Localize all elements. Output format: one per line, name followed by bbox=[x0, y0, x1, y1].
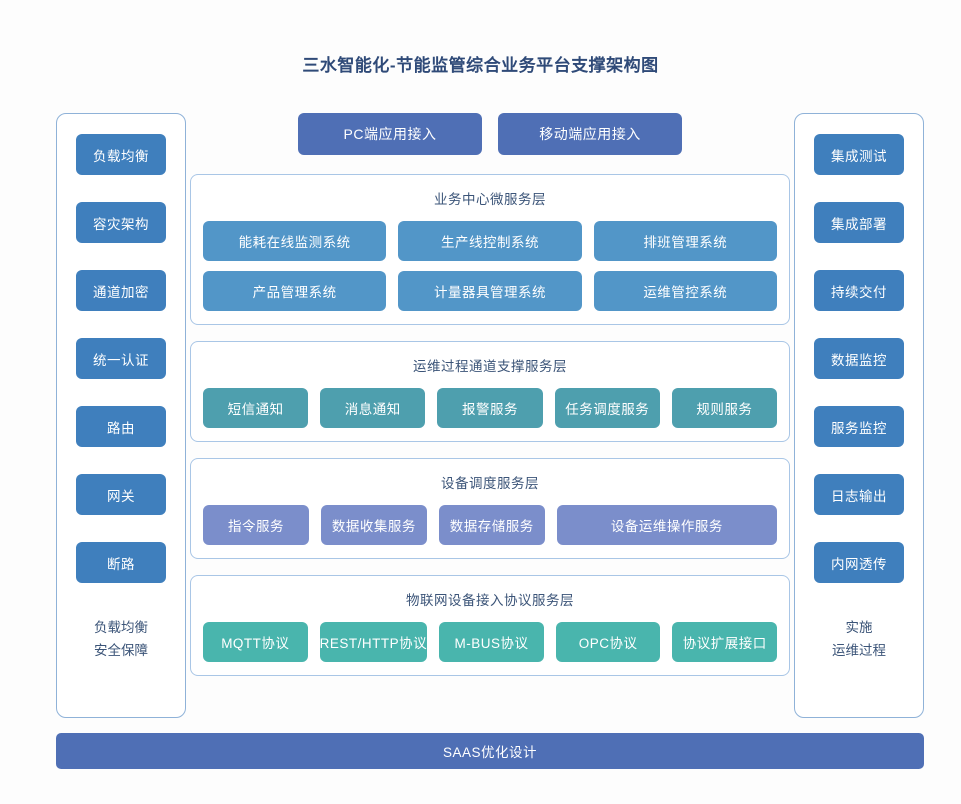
layer-iot-protocol-access: 物联网设备接入协议服务层 MQTT协议 REST/HTTP协议 M-BUS协议 … bbox=[190, 575, 790, 676]
left-rail-footer-line1: 负载均衡 bbox=[94, 620, 148, 635]
tile-opc-protocol[interactable]: OPC协议 bbox=[555, 622, 661, 662]
application-access-row: PC端应用接入 移动端应用接入 bbox=[190, 113, 790, 155]
tile-shift-management-system[interactable]: 排班管理系统 bbox=[593, 221, 777, 261]
layer-business-row-1: 能耗在线监测系统 生产线控制系统 排班管理系统 bbox=[203, 221, 777, 261]
right-rail-item-data-monitoring[interactable]: 数据监控 bbox=[814, 338, 904, 379]
tile-production-line-control-system[interactable]: 生产线控制系统 bbox=[398, 221, 582, 261]
layer-title-device: 设备调度服务层 bbox=[441, 476, 539, 491]
left-rail-item-routing[interactable]: 路由 bbox=[76, 406, 166, 447]
right-rail-footer-line2: 运维过程 bbox=[832, 643, 886, 658]
left-rail-footer: 负载均衡 安全保障 bbox=[94, 616, 148, 662]
tile-sms-notification[interactable]: 短信通知 bbox=[203, 388, 309, 428]
tile-metering-instrument-management-system[interactable]: 计量器具管理系统 bbox=[398, 271, 582, 311]
tile-data-collection-service[interactable]: 数据收集服务 bbox=[320, 505, 427, 545]
tile-device-ops-operation-service[interactable]: 设备运维操作服务 bbox=[556, 505, 777, 545]
saas-optimization-bar[interactable]: SAAS优化设计 bbox=[56, 733, 924, 769]
layer-device-scheduling: 设备调度服务层 指令服务 数据收集服务 数据存储服务 设备运维操作服务 bbox=[190, 458, 790, 559]
tile-protocol-extension-interface[interactable]: 协议扩展接口 bbox=[672, 622, 778, 662]
architecture-diagram: 负载均衡 容灾架构 通道加密 统一认证 路由 网关 断路 负载均衡 安全保障 P… bbox=[56, 113, 924, 768]
tile-data-storage-service[interactable]: 数据存储服务 bbox=[438, 505, 545, 545]
tile-command-service[interactable]: 指令服务 bbox=[203, 505, 309, 545]
right-rail: 集成测试 集成部署 持续交付 数据监控 服务监控 日志输出 内网透传 实施 运维… bbox=[794, 113, 924, 718]
tile-mqtt-protocol[interactable]: MQTT协议 bbox=[203, 622, 308, 662]
left-rail-item-unified-auth[interactable]: 统一认证 bbox=[76, 338, 166, 379]
tile-rule-service[interactable]: 规则服务 bbox=[671, 388, 778, 428]
left-rail-item-disaster-recovery[interactable]: 容灾架构 bbox=[76, 202, 166, 243]
left-rail-footer-line2: 安全保障 bbox=[94, 643, 148, 658]
right-rail-item-service-monitoring[interactable]: 服务监控 bbox=[814, 406, 904, 447]
layer-device-row-1: 指令服务 数据收集服务 数据存储服务 设备运维操作服务 bbox=[203, 505, 777, 545]
layer-business-row-2: 产品管理系统 计量器具管理系统 运维管控系统 bbox=[203, 271, 777, 311]
right-rail-item-integration-test[interactable]: 集成测试 bbox=[814, 134, 904, 175]
layer-ops-row-1: 短信通知 消息通知 报警服务 任务调度服务 规则服务 bbox=[203, 388, 778, 428]
right-rail-item-continuous-delivery[interactable]: 持续交付 bbox=[814, 270, 904, 311]
right-rail-item-integration-deploy[interactable]: 集成部署 bbox=[814, 202, 904, 243]
left-rail-item-circuit-breaker[interactable]: 断路 bbox=[76, 542, 166, 583]
center-column: PC端应用接入 移动端应用接入 业务中心微服务层 能耗在线监测系统 生产线控制系… bbox=[190, 113, 790, 692]
right-rail-footer: 实施 运维过程 bbox=[832, 616, 886, 662]
tile-message-notification[interactable]: 消息通知 bbox=[320, 388, 426, 428]
layer-title-protocol: 物联网设备接入协议服务层 bbox=[406, 593, 574, 608]
access-button-pc[interactable]: PC端应用接入 bbox=[298, 113, 482, 155]
tile-mbus-protocol[interactable]: M-BUS协议 bbox=[439, 622, 544, 662]
layer-ops-channel-support: 运维过程通道支撑服务层 短信通知 消息通知 报警服务 任务调度服务 规则服务 bbox=[190, 341, 790, 442]
right-rail-item-intranet-tunneling[interactable]: 内网透传 bbox=[814, 542, 904, 583]
left-rail-item-channel-encryption[interactable]: 通道加密 bbox=[76, 270, 166, 311]
access-button-mobile[interactable]: 移动端应用接入 bbox=[498, 113, 682, 155]
tile-ops-control-system[interactable]: 运维管控系统 bbox=[593, 271, 777, 311]
tile-energy-monitoring-system[interactable]: 能耗在线监测系统 bbox=[203, 221, 387, 261]
tile-task-scheduling-service[interactable]: 任务调度服务 bbox=[554, 388, 660, 428]
right-rail-footer-line1: 实施 bbox=[845, 620, 873, 635]
tile-rest-http-protocol[interactable]: REST/HTTP协议 bbox=[319, 622, 428, 662]
layer-title-business: 业务中心微服务层 bbox=[434, 192, 546, 207]
page-title: 三水智能化-节能监管综合业务平台支撑架构图 bbox=[302, 56, 659, 75]
layer-business-microservice: 业务中心微服务层 能耗在线监测系统 生产线控制系统 排班管理系统 产品管理系统 … bbox=[190, 174, 790, 325]
tile-alarm-service[interactable]: 报警服务 bbox=[437, 388, 543, 428]
layer-protocol-row-1: MQTT协议 REST/HTTP协议 M-BUS协议 OPC协议 协议扩展接口 bbox=[203, 622, 778, 662]
left-rail-item-gateway[interactable]: 网关 bbox=[76, 474, 166, 515]
left-rail: 负载均衡 容灾架构 通道加密 统一认证 路由 网关 断路 负载均衡 安全保障 bbox=[56, 113, 186, 718]
right-rail-item-log-output[interactable]: 日志输出 bbox=[814, 474, 904, 515]
left-rail-item-load-balance[interactable]: 负载均衡 bbox=[76, 134, 166, 175]
layer-title-ops: 运维过程通道支撑服务层 bbox=[413, 359, 567, 374]
tile-product-management-system[interactable]: 产品管理系统 bbox=[203, 271, 387, 311]
